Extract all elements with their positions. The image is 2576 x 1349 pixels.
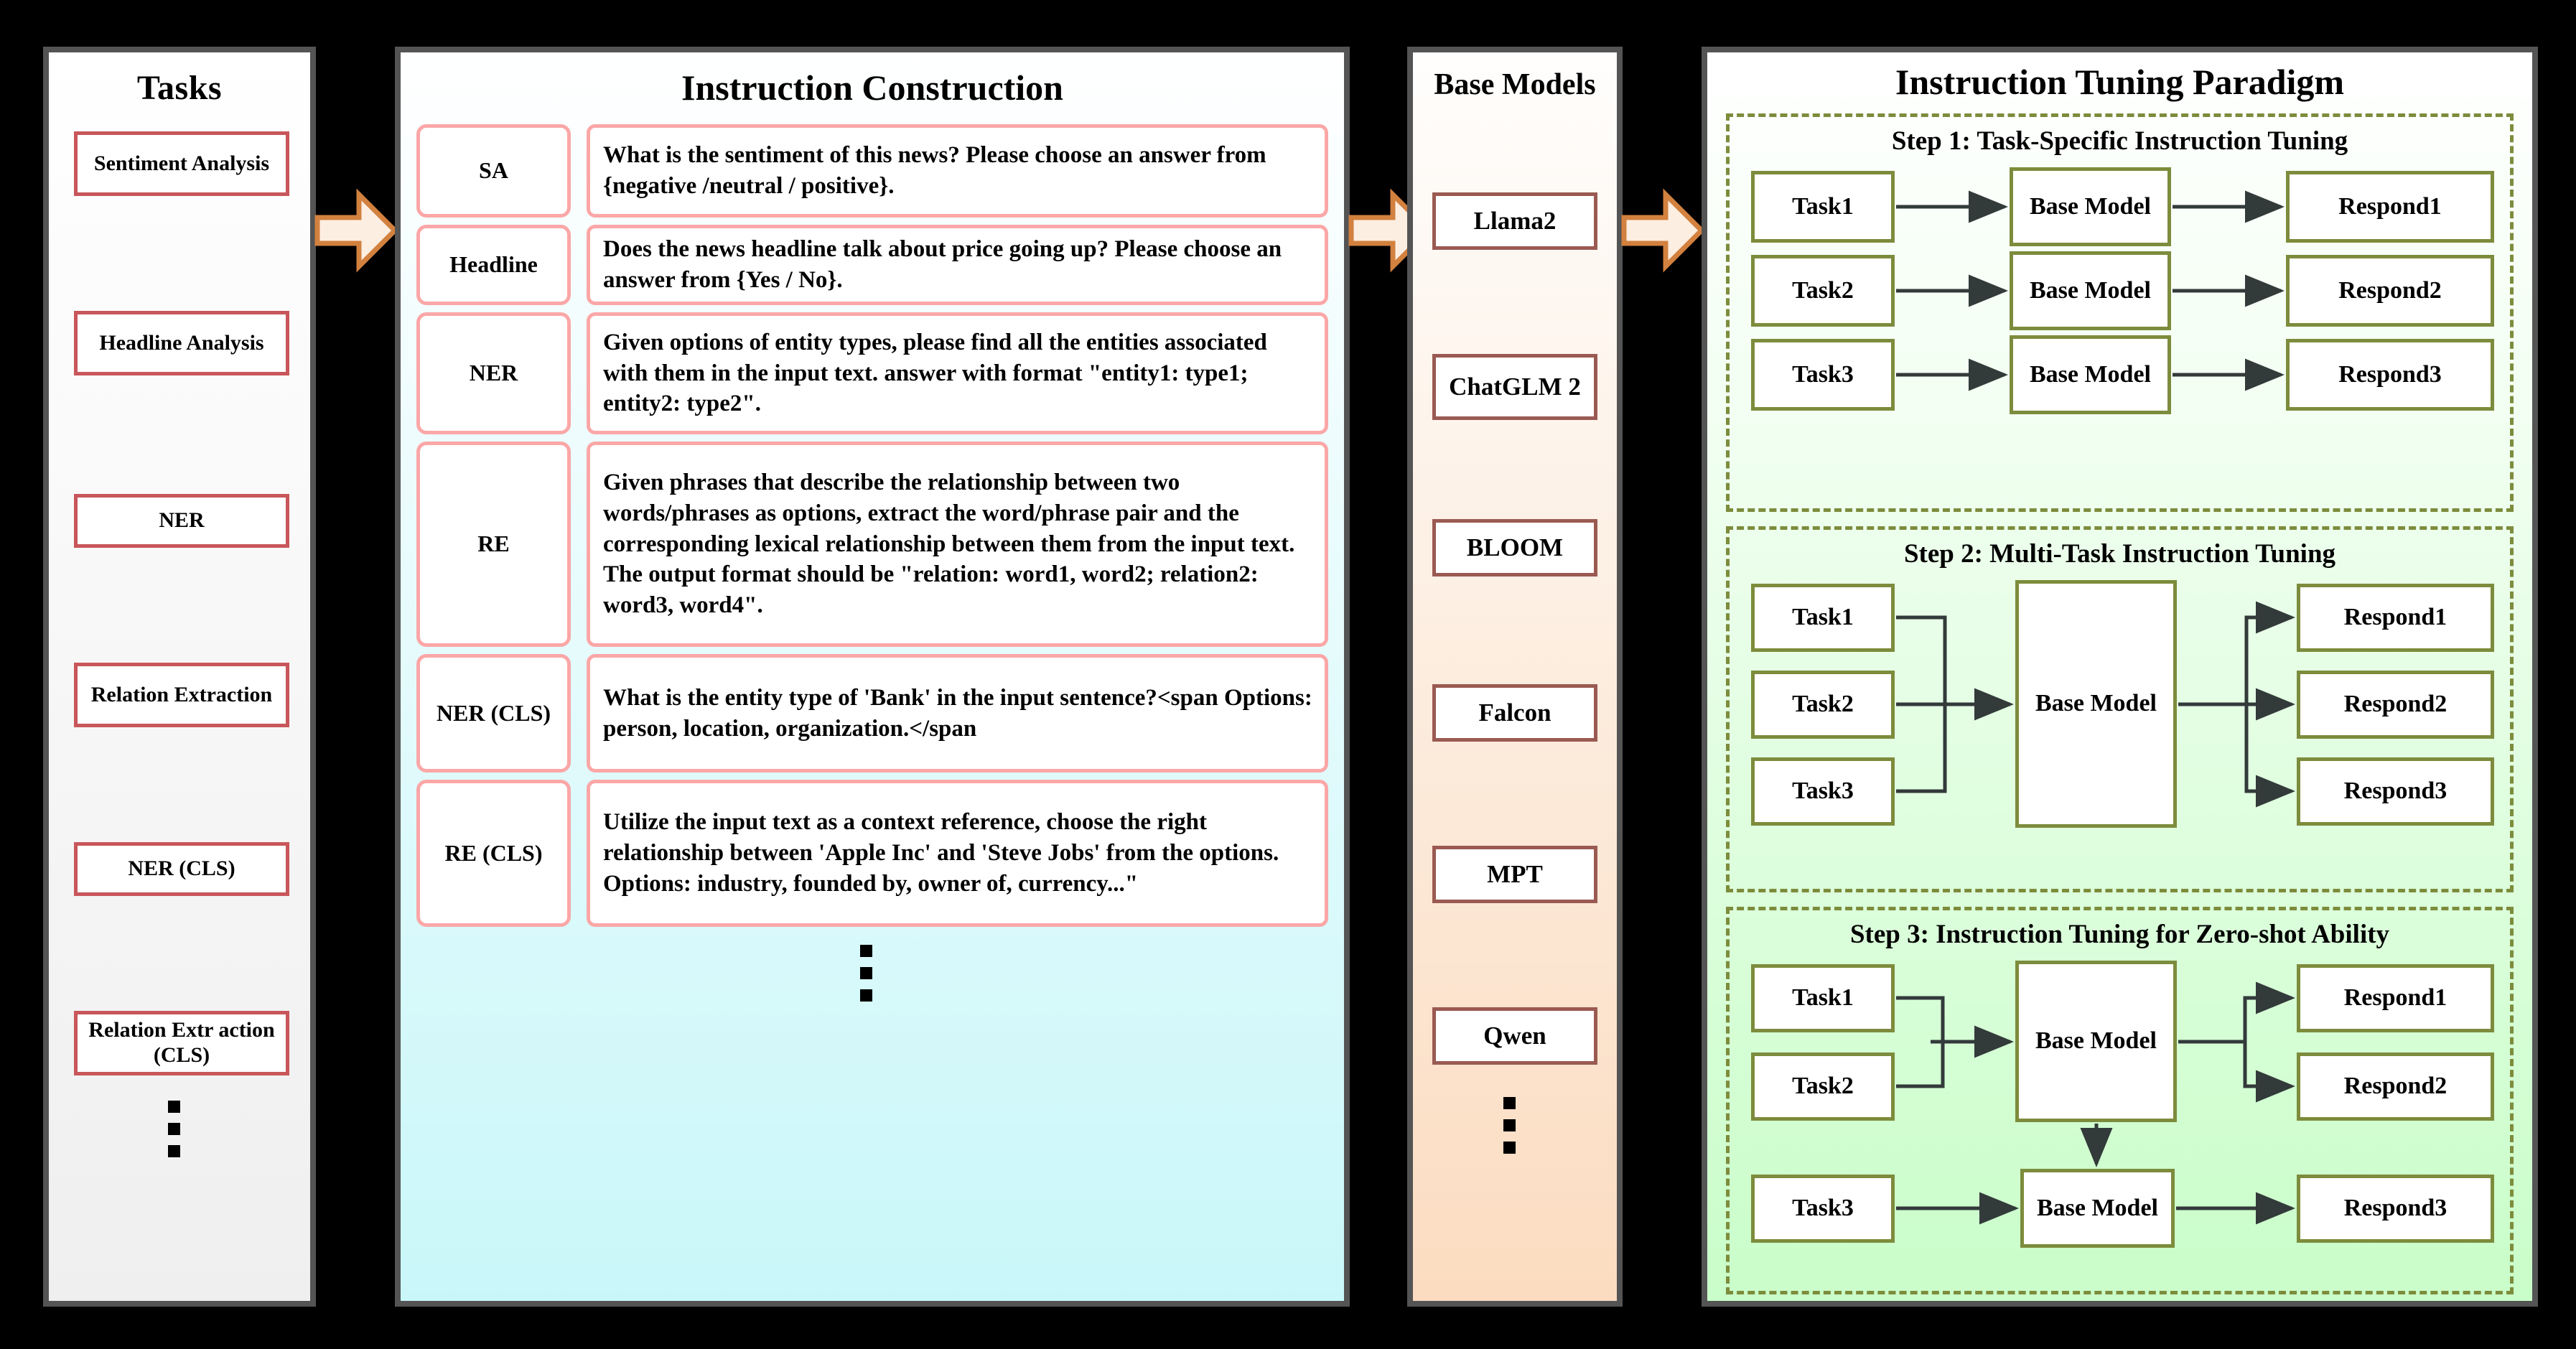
step2-task2-box[interactable]: Task2 xyxy=(1751,671,1895,739)
instruction-tag-re[interactable]: RE xyxy=(416,442,571,647)
instruction-row-re-cls: RE (CLS) Utilize the input text as a con… xyxy=(416,780,1328,927)
model-box-mpt[interactable]: MPT xyxy=(1432,846,1597,903)
step1-task1-box[interactable]: Task1 xyxy=(1751,171,1895,243)
model-box-falcon[interactable]: Falcon xyxy=(1432,684,1597,742)
arrow-tasks-to-instruction-icon xyxy=(314,188,398,273)
step2-model-box[interactable]: Base Model xyxy=(2015,580,2177,828)
base-models-panel-title: Base Models xyxy=(1434,68,1596,101)
step1-respond1-box[interactable]: Respond1 xyxy=(2286,171,2494,243)
instruction-tag-headline[interactable]: Headline xyxy=(416,225,571,305)
step-1-title: Step 1: Task-Specific Instruction Tuning xyxy=(1891,126,2348,156)
arrow-models-to-paradigm-icon xyxy=(1621,188,1705,273)
step2-task3-box[interactable]: Task3 xyxy=(1751,757,1895,826)
instruction-tag-ner-cls[interactable]: NER (CLS) xyxy=(416,654,571,772)
step1-model3-box[interactable]: Base Model xyxy=(2010,335,2171,414)
step1-respond3-box[interactable]: Respond3 xyxy=(2286,339,2494,411)
step-2-container: Step 2: Multi-Task Instruction Tuning Ta… xyxy=(1726,526,2514,892)
model-box-chatglm2[interactable]: ChatGLM 2 xyxy=(1432,354,1597,420)
step1-respond2-box[interactable]: Respond2 xyxy=(2286,255,2494,327)
instruction-text-ner: Given options of entity types, please fi… xyxy=(587,312,1328,434)
tasks-panel: Tasks Sentiment Analysis Headline Analys… xyxy=(43,47,316,1307)
model-box-bloom[interactable]: BLOOM xyxy=(1432,519,1597,577)
base-models-ellipsis-icon xyxy=(1503,1097,1516,1154)
instruction-tag-sa[interactable]: SA xyxy=(416,124,571,218)
instruction-text-ner-cls: What is the entity type of 'Bank' in the… xyxy=(587,654,1328,772)
step3-respond1-box[interactable]: Respond1 xyxy=(2297,964,2494,1032)
instruction-tuning-paradigm-panel: Instruction Tuning Paradigm Step 1: Task… xyxy=(1702,47,2538,1307)
step-2-title: Step 2: Multi-Task Instruction Tuning xyxy=(1903,539,2336,569)
step3-model1-box[interactable]: Base Model xyxy=(2015,961,2177,1122)
base-models-panel: Base Models Llama2 ChatGLM 2 BLOOM Falco… xyxy=(1407,47,1623,1307)
step1-task2-box[interactable]: Task2 xyxy=(1751,255,1895,327)
instruction-construction-panel: Instruction Construction SA What is the … xyxy=(395,47,1350,1307)
step2-task1-box[interactable]: Task1 xyxy=(1751,584,1895,652)
paradigm-panel-title: Instruction Tuning Paradigm xyxy=(1895,62,2345,102)
step3-respond2-box[interactable]: Respond2 xyxy=(2297,1052,2494,1121)
step2-respond3-box[interactable]: Respond3 xyxy=(2297,757,2494,826)
instruction-ellipsis-icon xyxy=(860,945,872,1002)
instruction-row-re: RE Given phrases that describe the relat… xyxy=(416,442,1328,647)
task-box-relation-extraction-cls[interactable]: Relation Extr action (CLS) xyxy=(74,1011,289,1075)
task-box-ner-cls[interactable]: NER (CLS) xyxy=(74,842,289,896)
task-box-relation-extraction[interactable]: Relation Extraction xyxy=(74,663,289,727)
instruction-row-ner-cls: NER (CLS) What is the entity type of 'Ba… xyxy=(416,654,1328,772)
instruction-row-headline: Headline Does the news headline talk abo… xyxy=(416,225,1328,305)
step1-task3-box[interactable]: Task3 xyxy=(1751,339,1895,411)
instruction-text-headline: Does the news headline talk about price … xyxy=(587,225,1328,305)
step3-respond3-box[interactable]: Respond3 xyxy=(2297,1175,2494,1243)
tasks-ellipsis-icon xyxy=(168,1101,180,1157)
step-3-title: Step 3: Instruction Tuning for Zero-shot… xyxy=(1849,920,2390,949)
step3-task1-box[interactable]: Task1 xyxy=(1751,964,1895,1032)
step3-model2-box[interactable]: Base Model xyxy=(2020,1169,2175,1248)
instruction-tag-re-cls[interactable]: RE (CLS) xyxy=(416,780,571,927)
step2-respond1-box[interactable]: Respond1 xyxy=(2297,584,2494,652)
step1-model1-box[interactable]: Base Model xyxy=(2010,167,2171,246)
task-box-sentiment-analysis[interactable]: Sentiment Analysis xyxy=(74,131,289,196)
instruction-tag-ner[interactable]: NER xyxy=(416,312,571,434)
step3-task3-box[interactable]: Task3 xyxy=(1751,1175,1895,1243)
step-1-container: Step 1: Task-Specific Instruction Tuning… xyxy=(1726,113,2514,512)
model-box-llama2[interactable]: Llama2 xyxy=(1432,192,1597,250)
step3-task2-box[interactable]: Task2 xyxy=(1751,1052,1895,1121)
model-box-qwen[interactable]: Qwen xyxy=(1432,1007,1597,1065)
instruction-text-re: Given phrases that describe the relation… xyxy=(587,442,1328,647)
task-box-headline-analysis[interactable]: Headline Analysis xyxy=(74,311,289,375)
task-box-ner[interactable]: NER xyxy=(74,494,289,548)
tasks-panel-title: Tasks xyxy=(136,69,223,107)
instruction-text-sa: What is the sentiment of this news? Plea… xyxy=(587,124,1328,218)
instruction-panel-title: Instruction Construction xyxy=(681,67,1063,108)
instruction-row-sa: SA What is the sentiment of this news? P… xyxy=(416,124,1328,218)
instruction-text-re-cls: Utilize the input text as a context refe… xyxy=(587,780,1328,927)
step1-model2-box[interactable]: Base Model xyxy=(2010,251,2171,330)
step2-respond2-box[interactable]: Respond2 xyxy=(2297,671,2494,739)
step-3-container: Step 3: Instruction Tuning for Zero-shot… xyxy=(1726,907,2514,1294)
instruction-row-ner: NER Given options of entity types, pleas… xyxy=(416,312,1328,434)
